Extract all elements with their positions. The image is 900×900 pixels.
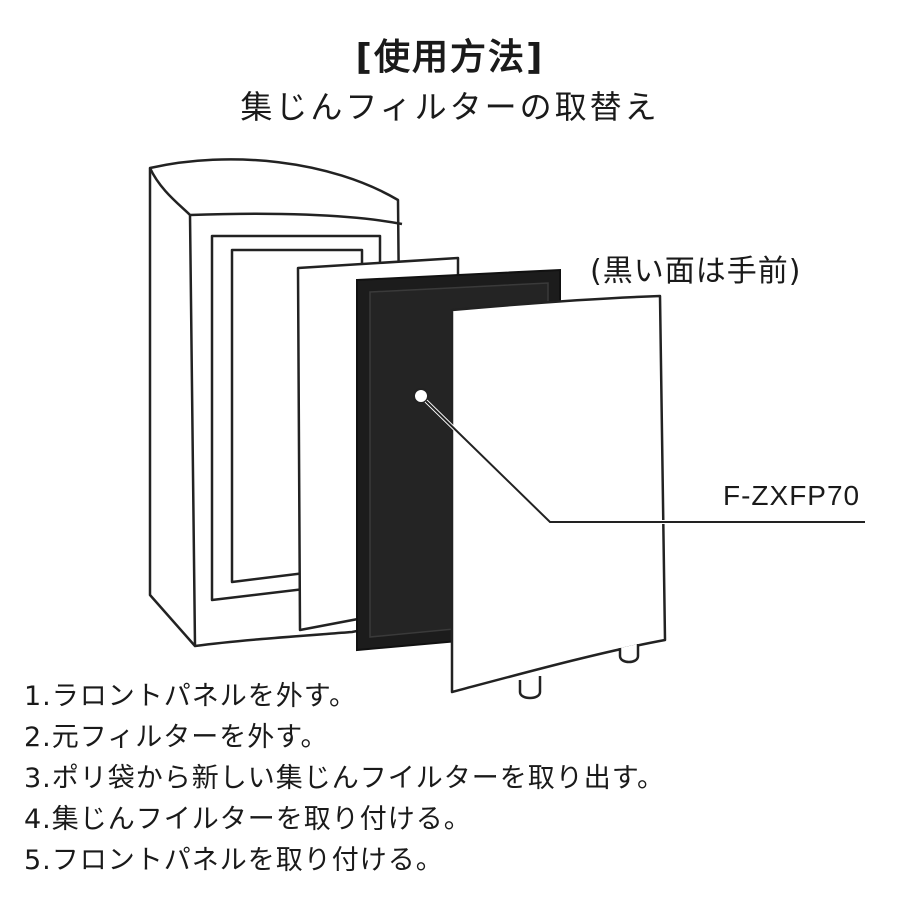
- black-face-note: (黒い面は手前): [590, 254, 802, 289]
- callout-leader: [413, 388, 865, 524]
- front-panel: [450, 294, 667, 700]
- section-title: [使用方法]: [355, 37, 545, 78]
- step-item: 5.フロントパネルを取り付ける。: [24, 845, 444, 876]
- filter-replacement-illustration: [148, 158, 865, 700]
- step-item: 3.ポリ袋から新しい集じんフイルターを取り出す。: [24, 763, 666, 794]
- section-subtitle: 集じんフィルターの取替え: [240, 88, 660, 126]
- step-item: 4.集じんフイルターを取り付ける。: [24, 804, 472, 835]
- instruction-steps: 1.ラロントパネルを外す。 2.元フィルターを外す。 3.ポリ袋から新しい集じん…: [24, 676, 665, 881]
- step-item: 1.ラロントパネルを外す。: [24, 681, 358, 712]
- step-item: 2.元フィルターを外す。: [24, 722, 329, 753]
- model-number-label: F-ZXFP70: [723, 480, 861, 511]
